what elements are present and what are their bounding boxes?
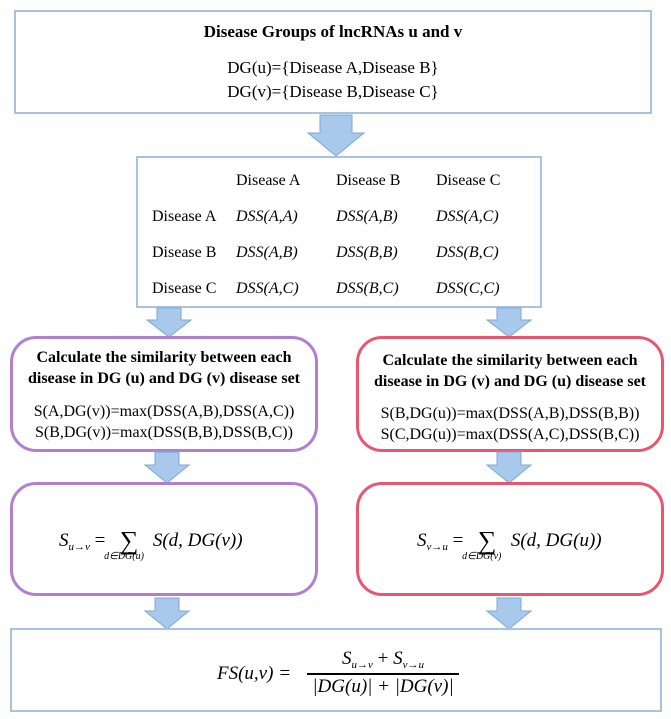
cell-b-c: DSS(B,C) bbox=[436, 244, 499, 261]
final-denominator: |DG(u)| + |DG(v)| bbox=[312, 676, 454, 697]
left-sum-lhs: S bbox=[59, 530, 69, 551]
down-arrow-right-1 bbox=[485, 307, 533, 338]
down-arrow-left-1 bbox=[145, 307, 193, 338]
right-summation-sign: ∑ bbox=[477, 526, 497, 555]
left-calc-title-2: disease in DG (u) and DG (v) disease set bbox=[27, 370, 300, 387]
right-calc-eq-2: S(C,DG(u))=max(DSS(A,C),DSS(B,C)) bbox=[380, 426, 640, 443]
final-num-a: S bbox=[342, 648, 352, 669]
cell-b-b: DSS(B,B) bbox=[336, 244, 398, 261]
right-sum-lhs-sub: v→u bbox=[426, 541, 448, 553]
right-sum-index: d∈DG(v) bbox=[462, 551, 502, 562]
final-similarity-box: FS(u,v) = Su→v + Sv→u |DG(u)| + |DG(v)| bbox=[10, 628, 662, 712]
left-similarity-box: Calculate the similarity between each di… bbox=[10, 336, 318, 452]
final-fraction: Su→v + Sv→u |DG(u)| + |DG(v)| bbox=[307, 648, 459, 698]
right-calc-eq-1: S(B,DG(u))=max(DSS(A,B),DSS(B,B)) bbox=[380, 405, 640, 422]
down-arrow-left-2 bbox=[143, 451, 191, 484]
col-header-c: Disease C bbox=[436, 172, 501, 189]
right-calc-title-1: Calculate the similarity between each bbox=[382, 352, 638, 369]
final-num-b: S bbox=[393, 648, 403, 669]
right-calc-title-2: disease in DG (v) and DG (u) disease set bbox=[373, 373, 646, 390]
final-num-b-sub: v→u bbox=[402, 659, 424, 671]
cell-c-b: DSS(B,C) bbox=[336, 280, 399, 297]
final-num-a-sub: u→v bbox=[351, 659, 373, 671]
down-arrow-left-3 bbox=[143, 597, 191, 630]
final-numerator: Su→v + Sv→u bbox=[342, 648, 424, 671]
left-sum-term: S(d, DG(v)) bbox=[152, 530, 243, 551]
right-similarity-box: Calculate the similarity between each di… bbox=[356, 336, 664, 452]
left-sum-lhs-sub: u→v bbox=[68, 541, 90, 553]
right-sum-lhs: S bbox=[417, 530, 427, 551]
disease-groups-title: Disease Groups of lncRNAs u and v bbox=[203, 22, 463, 41]
fraction-bar bbox=[307, 673, 459, 675]
right-sum-formula: Sv→u = ∑ d∈DG(v) S(d, DG(u)) bbox=[417, 526, 602, 562]
left-calc-title-1: Calculate the similarity between each bbox=[36, 349, 292, 366]
down-arrow-1 bbox=[306, 114, 366, 157]
dg-v-line: DG(v)={Disease B,Disease C} bbox=[227, 82, 439, 101]
left-sum-box: Su→v = ∑ d∈DG(u) S(d, DG(v)) bbox=[10, 482, 318, 596]
dss-matrix-box: Disease A Disease B Disease C Disease A … bbox=[136, 156, 542, 308]
left-calc-eq-2: S(B,DG(v))=max(DSS(B,B),DSS(B,C)) bbox=[35, 424, 293, 441]
dg-u-line: DG(u)={Disease A,Disease B} bbox=[227, 58, 439, 77]
cell-c-a: DSS(A,C) bbox=[236, 280, 299, 297]
col-header-a: Disease A bbox=[236, 172, 301, 189]
left-calc-eq-1: S(A,DG(v))=max(DSS(A,B),DSS(A,C)) bbox=[33, 403, 295, 420]
row-label-c: Disease C bbox=[152, 280, 217, 297]
cell-b-a: DSS(A,B) bbox=[236, 244, 298, 261]
left-summation-sign: ∑ bbox=[119, 526, 139, 555]
right-sum-box: Sv→u = ∑ d∈DG(v) S(d, DG(u)) bbox=[356, 482, 664, 596]
right-sum-term: S(d, DG(u)) bbox=[510, 530, 602, 551]
final-lhs: FS(u,v) = bbox=[217, 663, 292, 684]
cell-a-c: DSS(A,C) bbox=[436, 208, 499, 225]
cell-a-a: DSS(A,A) bbox=[236, 208, 298, 225]
disease-groups-box: Disease Groups of lncRNAs u and v DG(u)=… bbox=[14, 10, 652, 114]
cell-c-c: DSS(C,C) bbox=[436, 280, 500, 297]
left-sum-index: d∈DG(u) bbox=[104, 551, 144, 562]
cell-a-b: DSS(A,B) bbox=[336, 208, 398, 225]
down-arrow-right-2 bbox=[485, 451, 533, 484]
down-arrow-right-3 bbox=[485, 597, 533, 630]
left-sum-formula: Su→v = ∑ d∈DG(u) S(d, DG(v)) bbox=[59, 526, 243, 562]
col-header-b: Disease B bbox=[336, 172, 401, 189]
row-label-a: Disease A bbox=[152, 208, 217, 225]
row-label-b: Disease B bbox=[152, 244, 217, 261]
